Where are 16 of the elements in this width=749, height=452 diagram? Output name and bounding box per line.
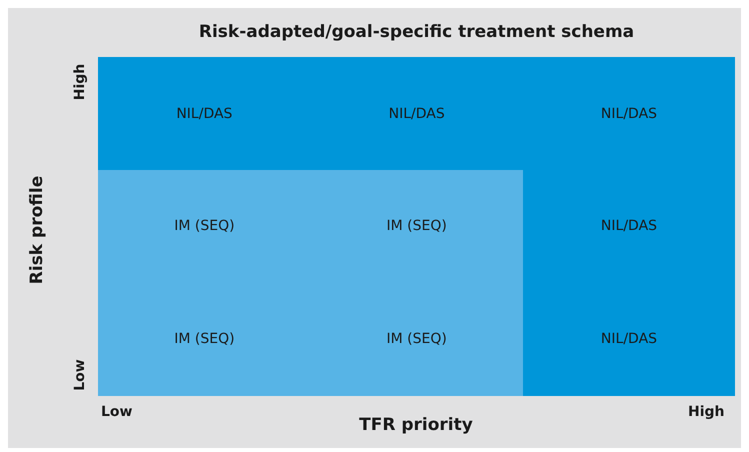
chart-title: Risk-adapted/goal-specific treatment schema <box>198 22 636 42</box>
matrix-cell: IM (SEQ) <box>310 282 524 396</box>
matrix-cell: NIL/DAS <box>98 57 311 170</box>
matrix-cell: NIL/DAS <box>310 57 524 170</box>
axis-title: Risk profile <box>27 176 47 284</box>
axis-title: TFR priority <box>359 415 473 435</box>
matrix-cell: IM (SEQ) <box>98 170 311 283</box>
axis-tick-label: High <box>72 64 88 100</box>
matrix-cell: IM (SEQ) <box>310 170 524 283</box>
axis-tick-label: Low <box>72 359 88 391</box>
matrix-cell: NIL/DAS <box>522 57 736 170</box>
axis-tick-label: High <box>688 404 725 420</box>
axis-tick-label: Low <box>101 404 132 420</box>
matrix-cell: NIL/DAS <box>522 282 736 396</box>
matrix-cell: NIL/DAS <box>522 170 736 283</box>
matrix-cell: IM (SEQ) <box>98 282 311 396</box>
